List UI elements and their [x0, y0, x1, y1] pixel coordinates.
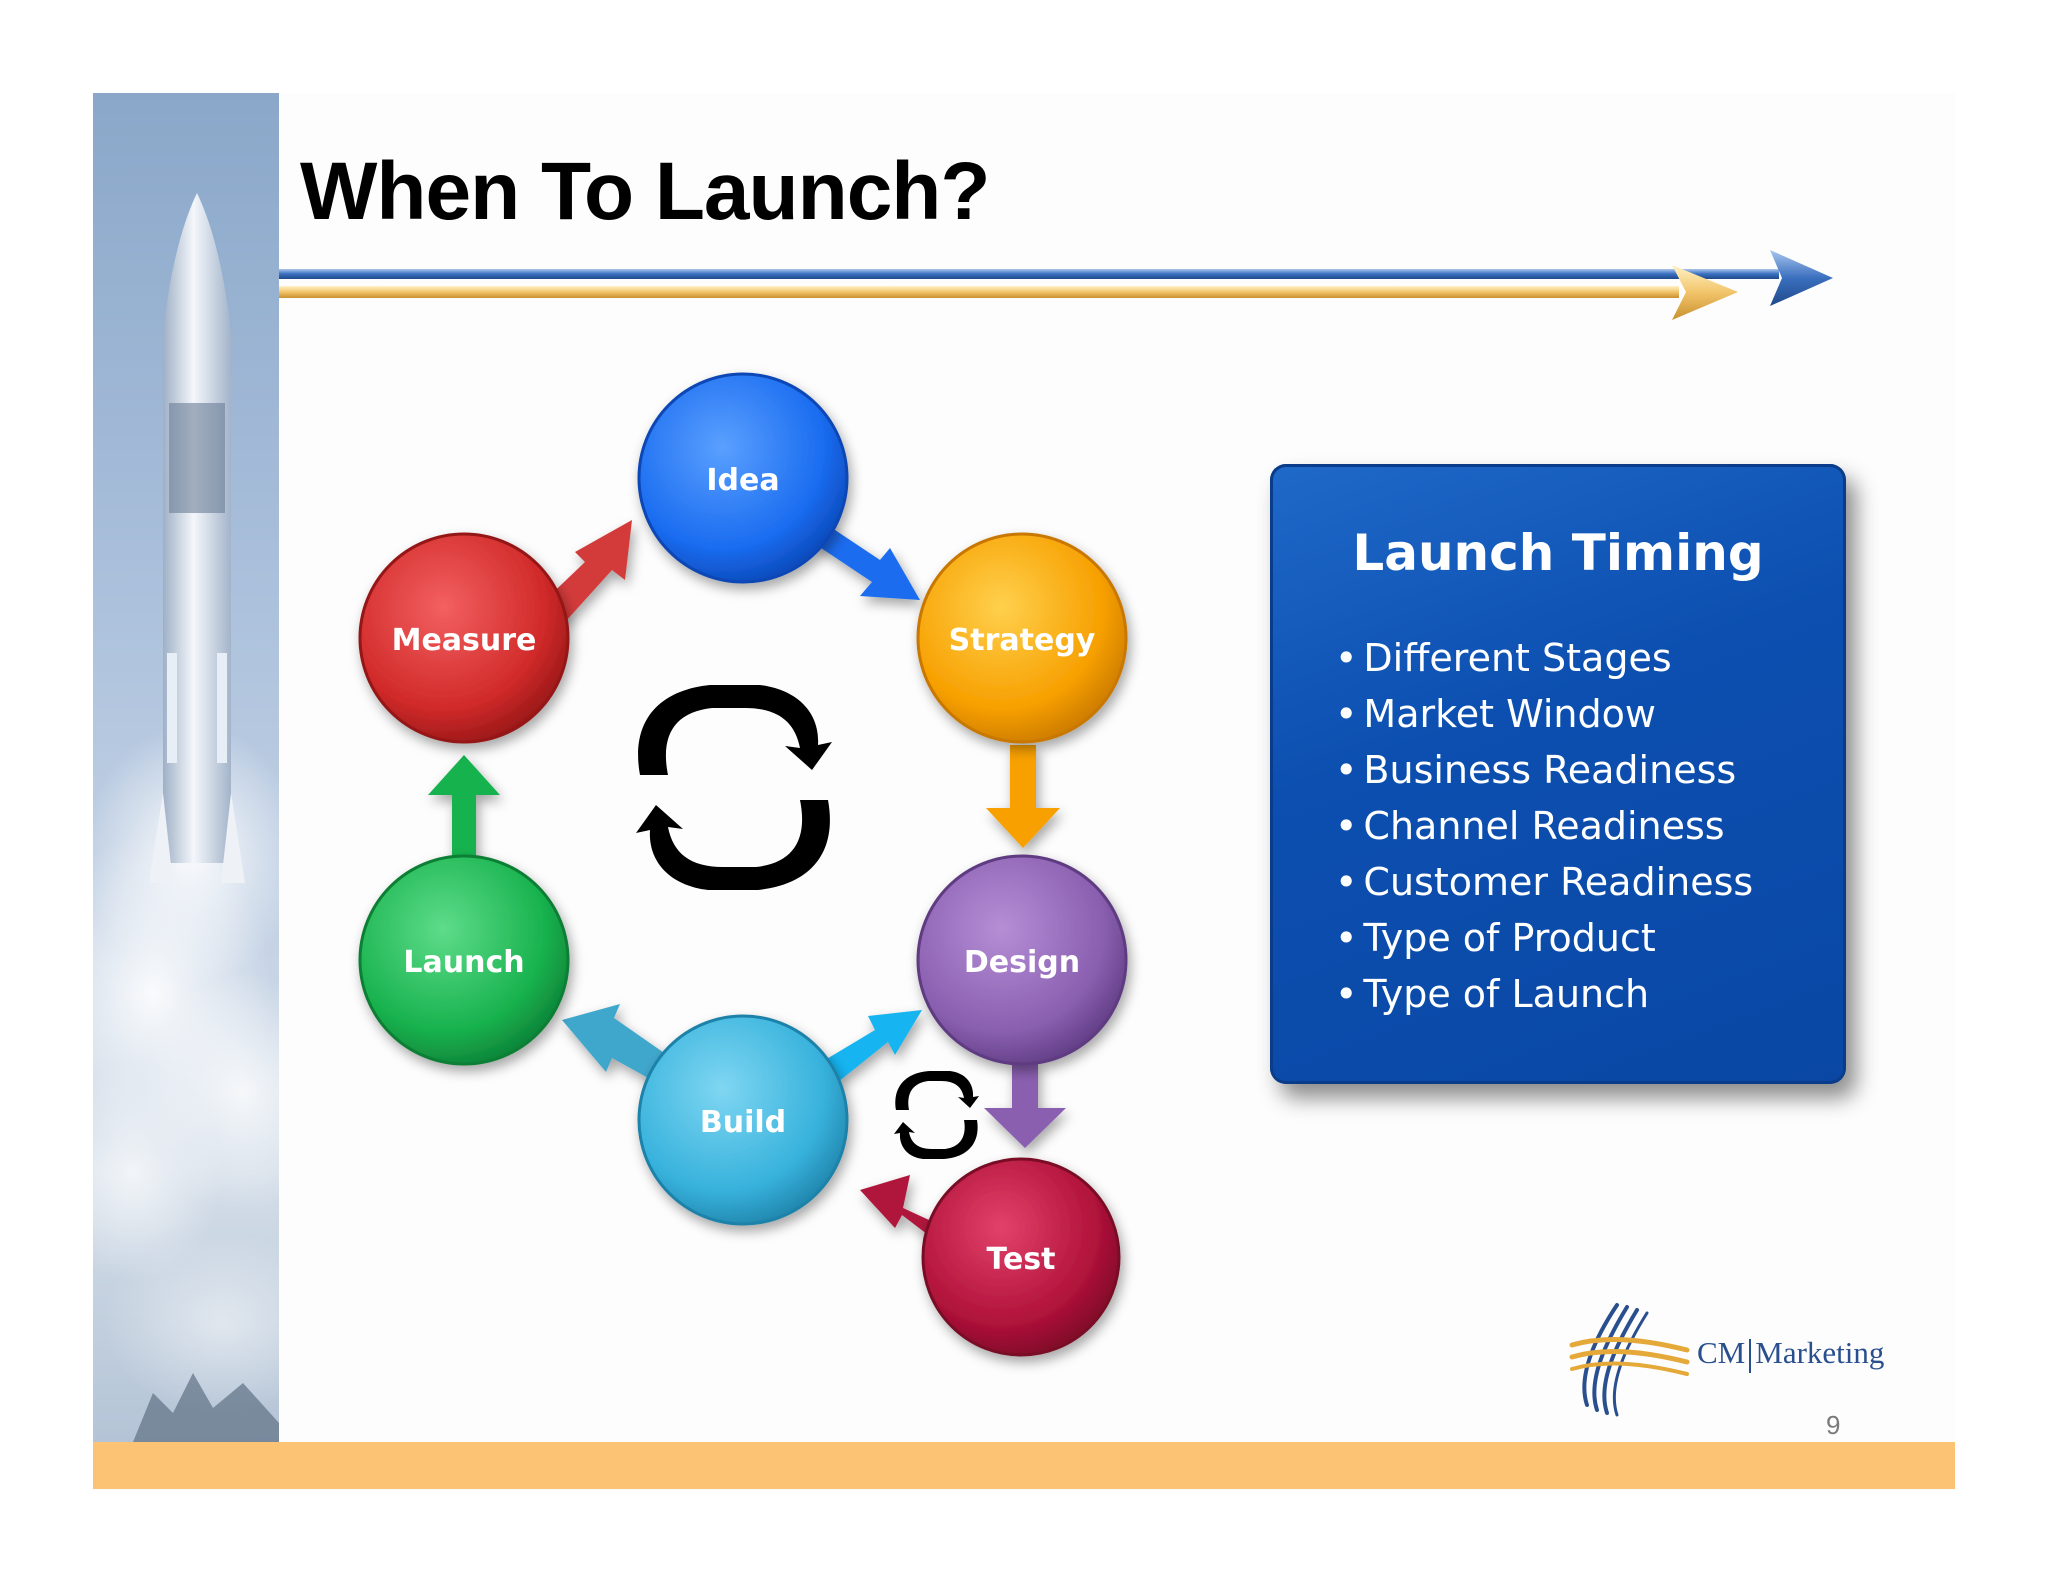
- bullet-icon: •: [1335, 916, 1358, 960]
- bullet-icon: •: [1335, 748, 1358, 792]
- list-item: •Type of Product: [1335, 916, 1656, 960]
- rocket-side-panel: [93, 93, 279, 1442]
- arrow-strategy-to-design: [986, 745, 1060, 848]
- list-item: •Business Readiness: [1335, 748, 1737, 792]
- bullet-icon: •: [1335, 636, 1358, 680]
- small-cycle-refresh-icon: [894, 1071, 979, 1159]
- cycle-refresh-icon: [636, 685, 832, 890]
- node-strategy: Strategy: [916, 532, 1128, 744]
- bottom-accent-bar: [93, 1442, 1955, 1489]
- arrow-launch-to-measure: [428, 755, 500, 860]
- node-label-test: Test: [986, 1242, 1055, 1277]
- bullet-icon: •: [1335, 692, 1358, 736]
- node-label-measure: Measure: [392, 623, 537, 658]
- launch-timing-list: •Different Stages •Market Window •Busine…: [1335, 630, 1753, 1022]
- node-label-build: Build: [700, 1105, 786, 1140]
- node-idea: Idea: [637, 372, 849, 584]
- node-label-idea: Idea: [706, 463, 779, 498]
- cm-marketing-logo-icon: [1569, 1303, 1690, 1417]
- header-arrow-gold: [279, 265, 1738, 320]
- arrow-build-to-design: [825, 1010, 922, 1082]
- launch-timing-title: Launch Timing: [1352, 524, 1764, 582]
- node-label-design: Design: [964, 945, 1080, 980]
- arrow-design-to-test: [984, 1062, 1066, 1148]
- arrow-measure-to-idea: [540, 520, 632, 622]
- arrow-build-to-launch: [562, 1004, 680, 1090]
- bullet-icon: •: [1335, 804, 1358, 848]
- launch-timing-box: Launch Timing •Different Stages •Market …: [1270, 464, 1846, 1084]
- arrow-idea-to-strategy: [812, 520, 920, 600]
- node-build: Build: [637, 1014, 849, 1226]
- node-design: Design: [916, 854, 1128, 1066]
- node-launch: Launch: [358, 854, 570, 1066]
- page-number: 9: [1826, 1410, 1841, 1440]
- list-item: •Channel Readiness: [1335, 804, 1725, 848]
- header-arrow-blue: [279, 250, 1833, 306]
- node-label-strategy: Strategy: [949, 623, 1096, 658]
- list-item: •Different Stages: [1335, 636, 1672, 680]
- bullet-icon: •: [1335, 972, 1358, 1016]
- list-item: •Type of Launch: [1335, 972, 1650, 1016]
- list-item: •Market Window: [1335, 692, 1656, 736]
- bullet-icon: •: [1335, 860, 1358, 904]
- logo-separator: [1749, 1338, 1752, 1373]
- node-test: Test: [921, 1157, 1121, 1357]
- slide-title: When To Launch?: [300, 146, 990, 237]
- rocket-image: [93, 193, 279, 1442]
- node-label-launch: Launch: [403, 945, 524, 980]
- node-measure: Measure: [358, 532, 570, 744]
- list-item: •Customer Readiness: [1335, 860, 1754, 904]
